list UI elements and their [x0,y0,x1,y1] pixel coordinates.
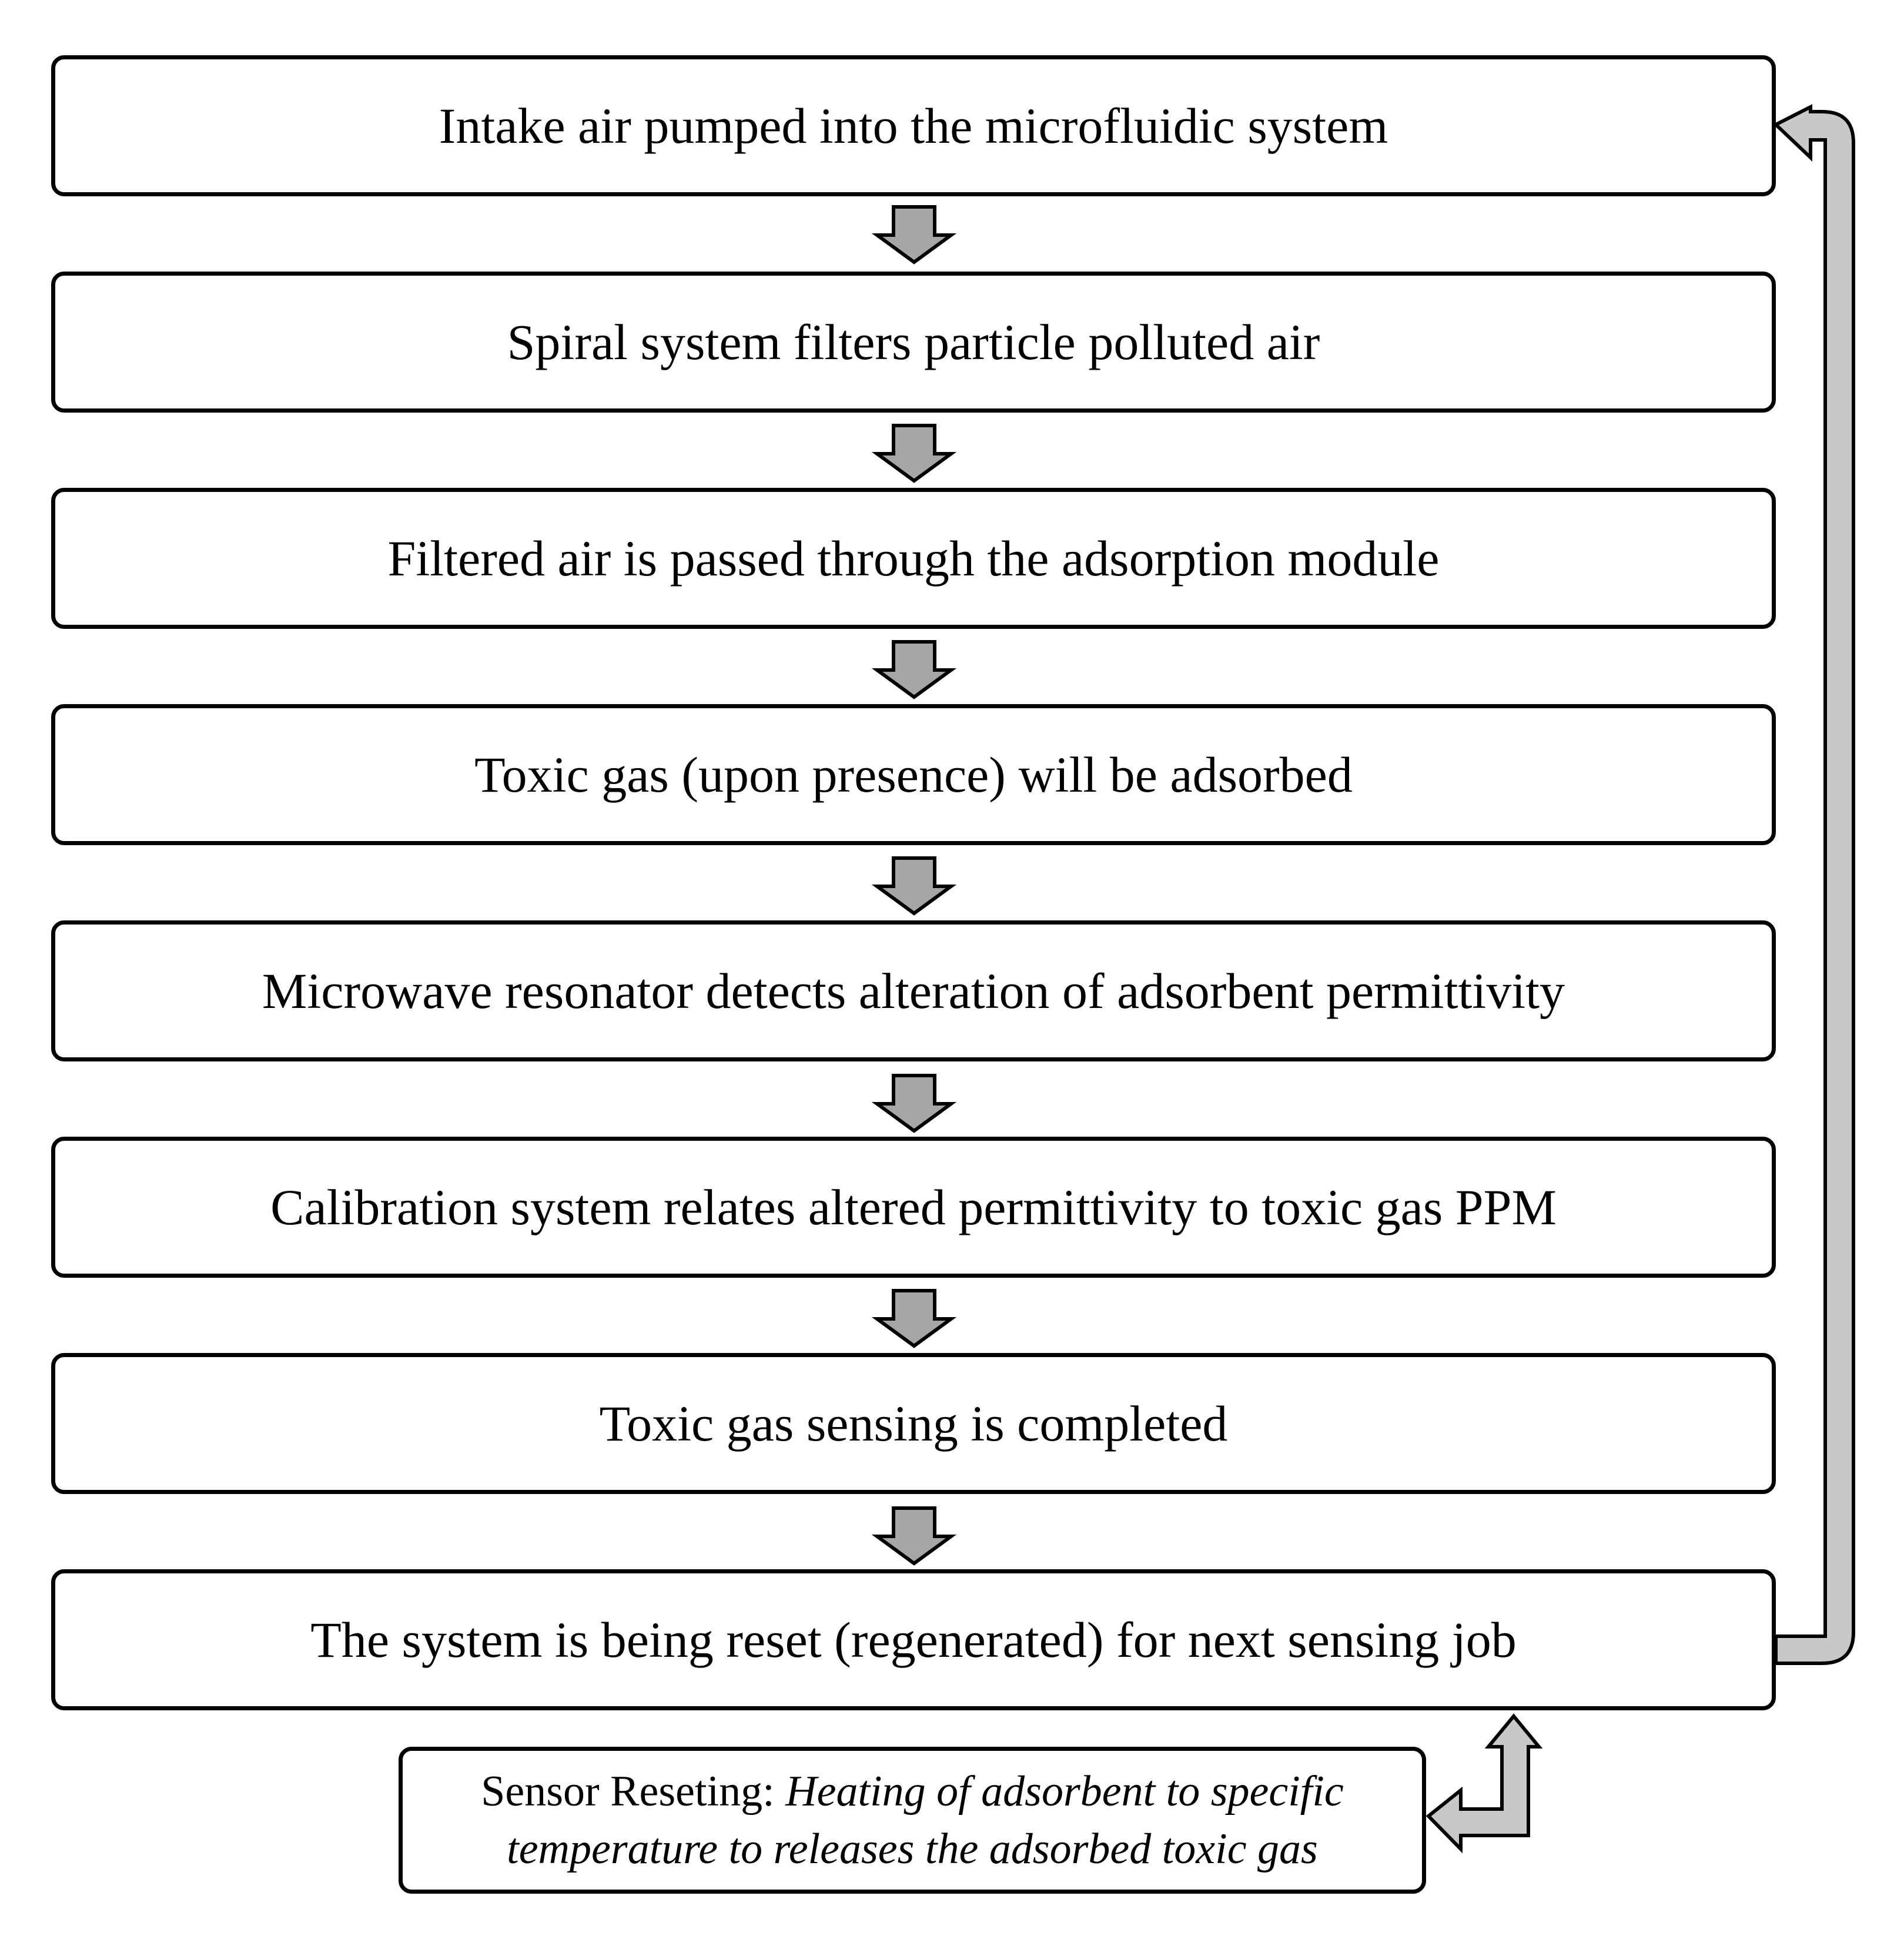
step-intake-label: Intake air pumped into the microfluidic … [439,98,1388,154]
sensor-reset-note: Sensor Reseting: Heating of adsorbent to… [399,1747,1426,1894]
step-completed-label: Toxic gas sensing is completed [599,1395,1228,1452]
down-arrow-icon [871,856,957,916]
step-reset-label: The system is being reset (regenerated) … [310,1612,1517,1668]
down-arrow-icon [871,640,957,699]
sensor-reset-label: Sensor Reseting: [481,1767,786,1816]
loop-back-arrow-icon [1772,104,1855,1665]
step-completed: Toxic gas sensing is completed [51,1353,1776,1494]
step-reset: The system is being reset (regenerated) … [51,1569,1776,1710]
down-arrow-icon [871,1506,957,1566]
sensor-reset-description-1: Heating of adsorbent to specific [785,1767,1344,1816]
step-filter: Spiral system filters particle polluted … [51,272,1776,413]
step-calibration: Calibration system relates altered permi… [51,1137,1776,1278]
step-filter-label: Spiral system filters particle polluted … [507,314,1320,370]
sensor-reset-description-2: temperature to releases the adsorbed tox… [507,1825,1318,1873]
step-calibration-label: Calibration system relates altered permi… [270,1179,1557,1235]
sensor-reset-note-line1: Sensor Reseting: Heating of adsorbent to… [481,1763,1344,1820]
step-detect: Microwave resonator detects alteration o… [51,920,1776,1061]
down-arrow-icon [871,205,957,264]
step-intake: Intake air pumped into the microfluidic … [51,55,1776,196]
down-arrow-icon [871,424,957,483]
step-adsorbed-label: Toxic gas (upon presence) will be adsorb… [474,746,1353,803]
step-adsorbed: Toxic gas (upon presence) will be adsorb… [51,704,1776,845]
step-detect-label: Microwave resonator detects alteration o… [262,963,1565,1019]
reset-link-arrow-icon [1426,1713,1543,1854]
down-arrow-icon [871,1074,957,1133]
down-arrow-icon [871,1289,957,1348]
step-adsorption-module: Filtered air is passed through the adsor… [51,488,1776,629]
step-adsorption-module-label: Filtered air is passed through the adsor… [387,530,1440,587]
